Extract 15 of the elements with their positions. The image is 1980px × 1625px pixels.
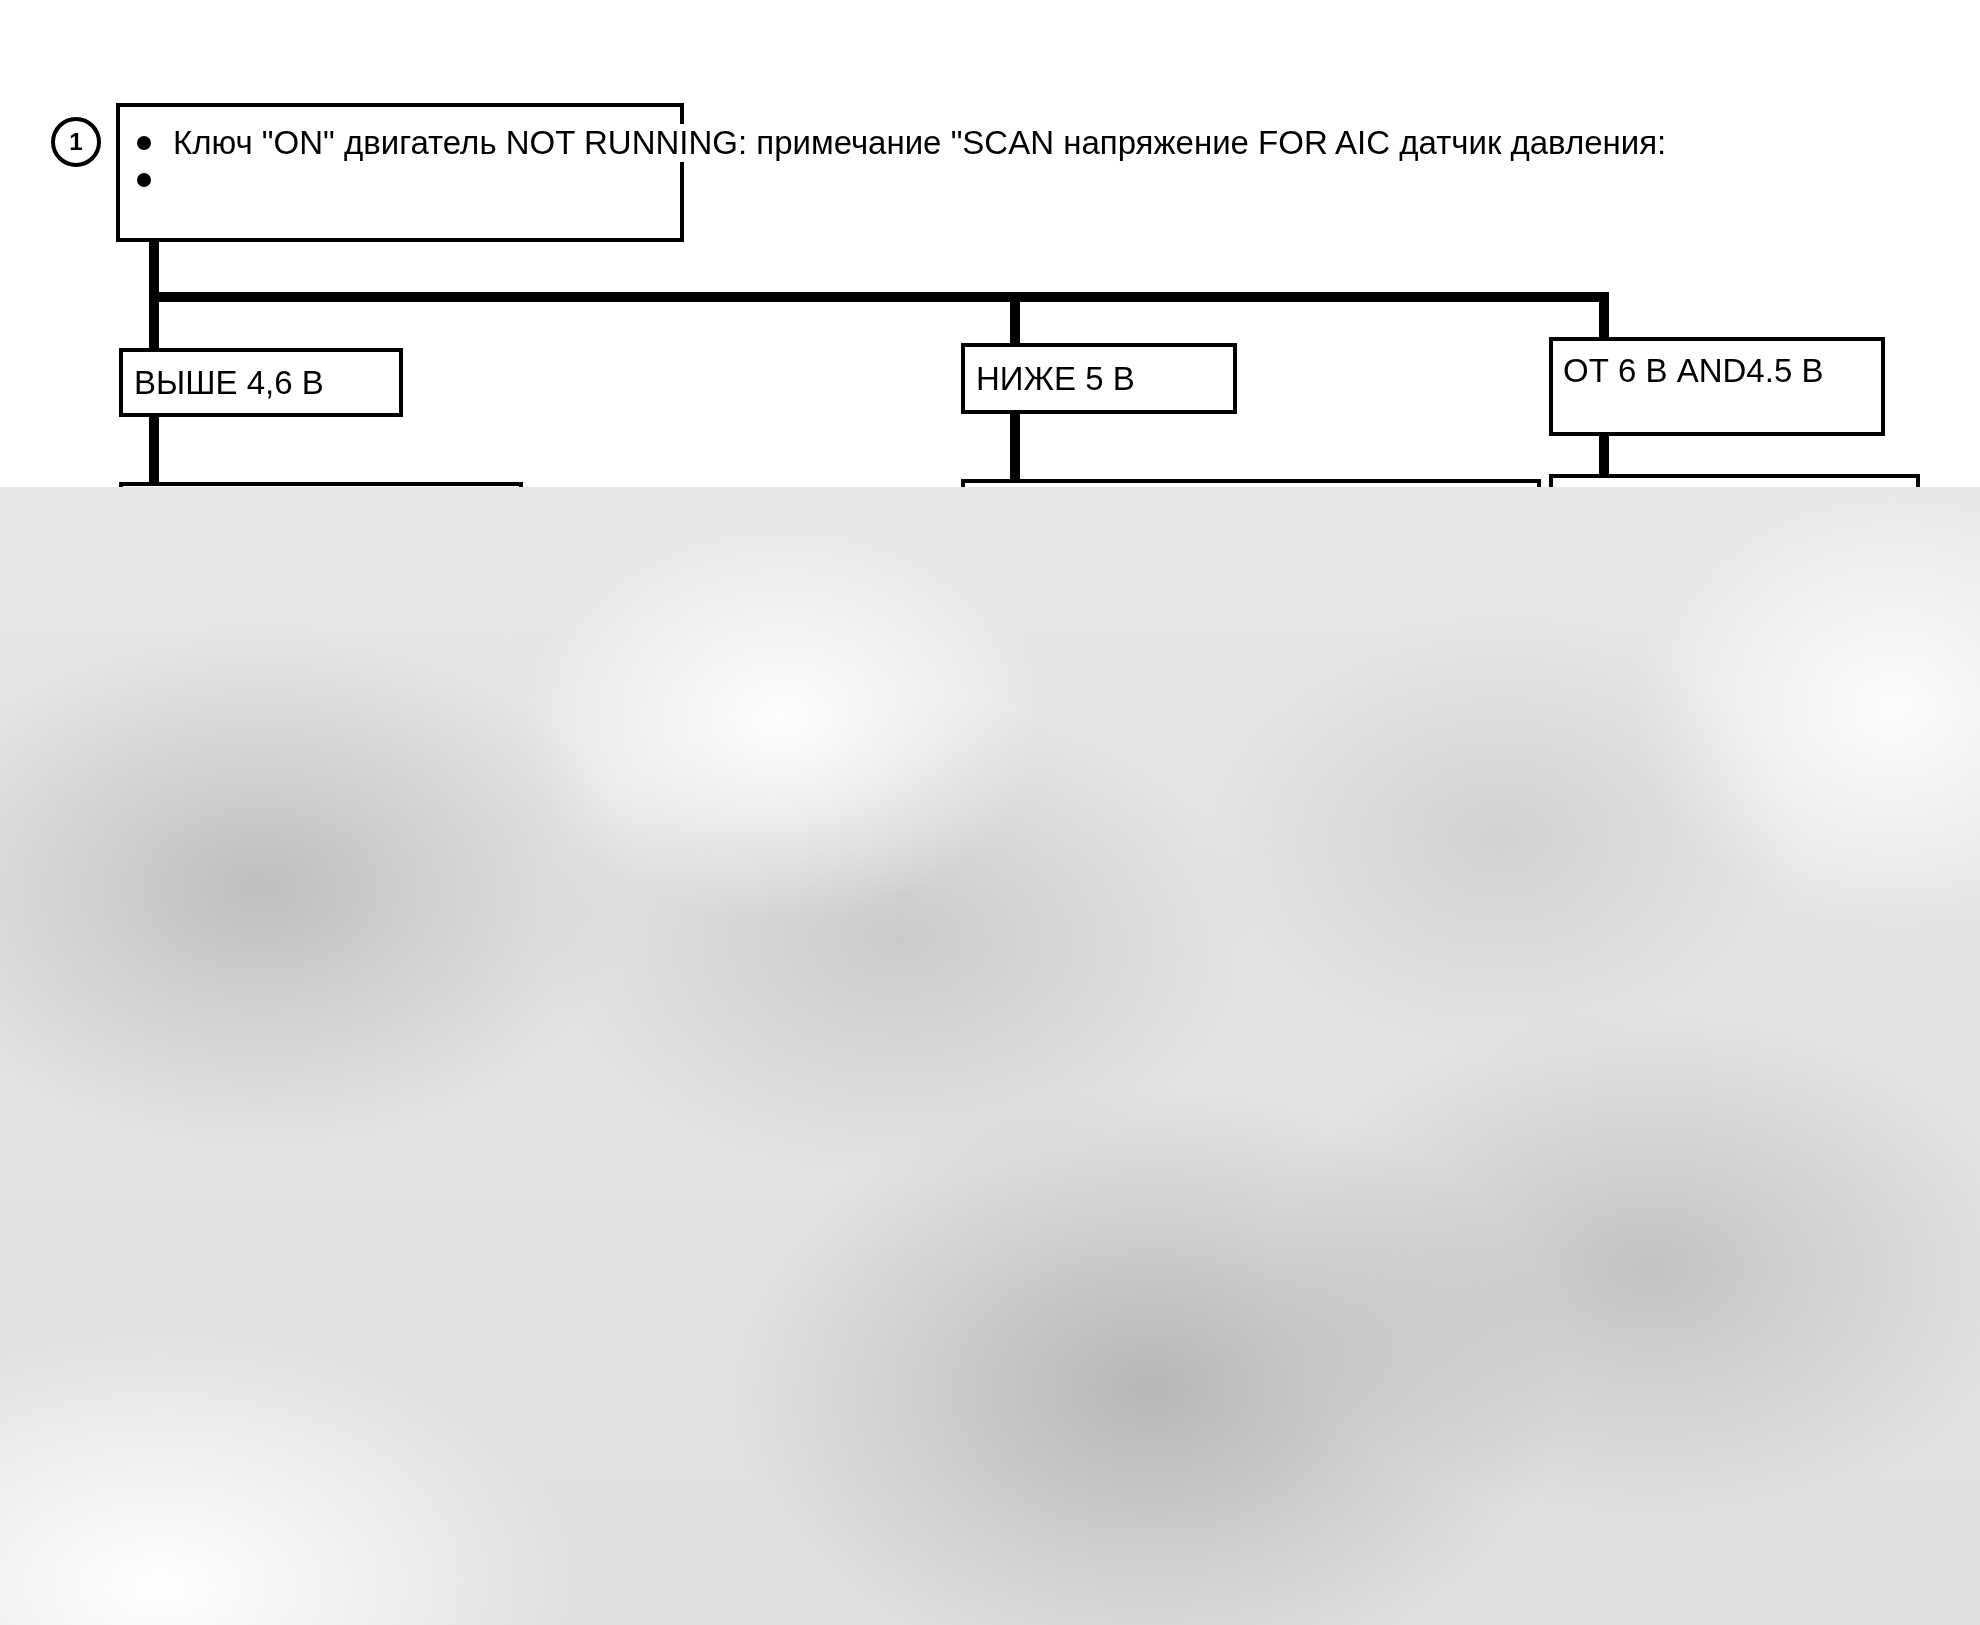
process-box xyxy=(1549,474,1920,487)
connector-line xyxy=(1010,414,1020,479)
condition-text: ОТ 6 В AND4.5 В xyxy=(1563,352,1824,390)
condition-text: ВЫШЕ 4,6 В xyxy=(134,363,324,402)
connector-line xyxy=(1599,436,1609,474)
process-box xyxy=(961,479,1541,487)
condition-text: НИЖЕ 5 В xyxy=(976,359,1135,398)
process-box xyxy=(119,482,523,487)
step-number-circle xyxy=(51,117,101,167)
step-number: 1 xyxy=(69,130,83,154)
process-box xyxy=(119,348,403,417)
connector-line xyxy=(149,417,159,482)
process-box xyxy=(961,343,1237,414)
condition-text: Ключ "ON" двигатель NOT RUNNING: примечание "SCAN напряжение FOR AIC датчик давления: xyxy=(173,124,1667,162)
process-box xyxy=(1549,337,1885,436)
